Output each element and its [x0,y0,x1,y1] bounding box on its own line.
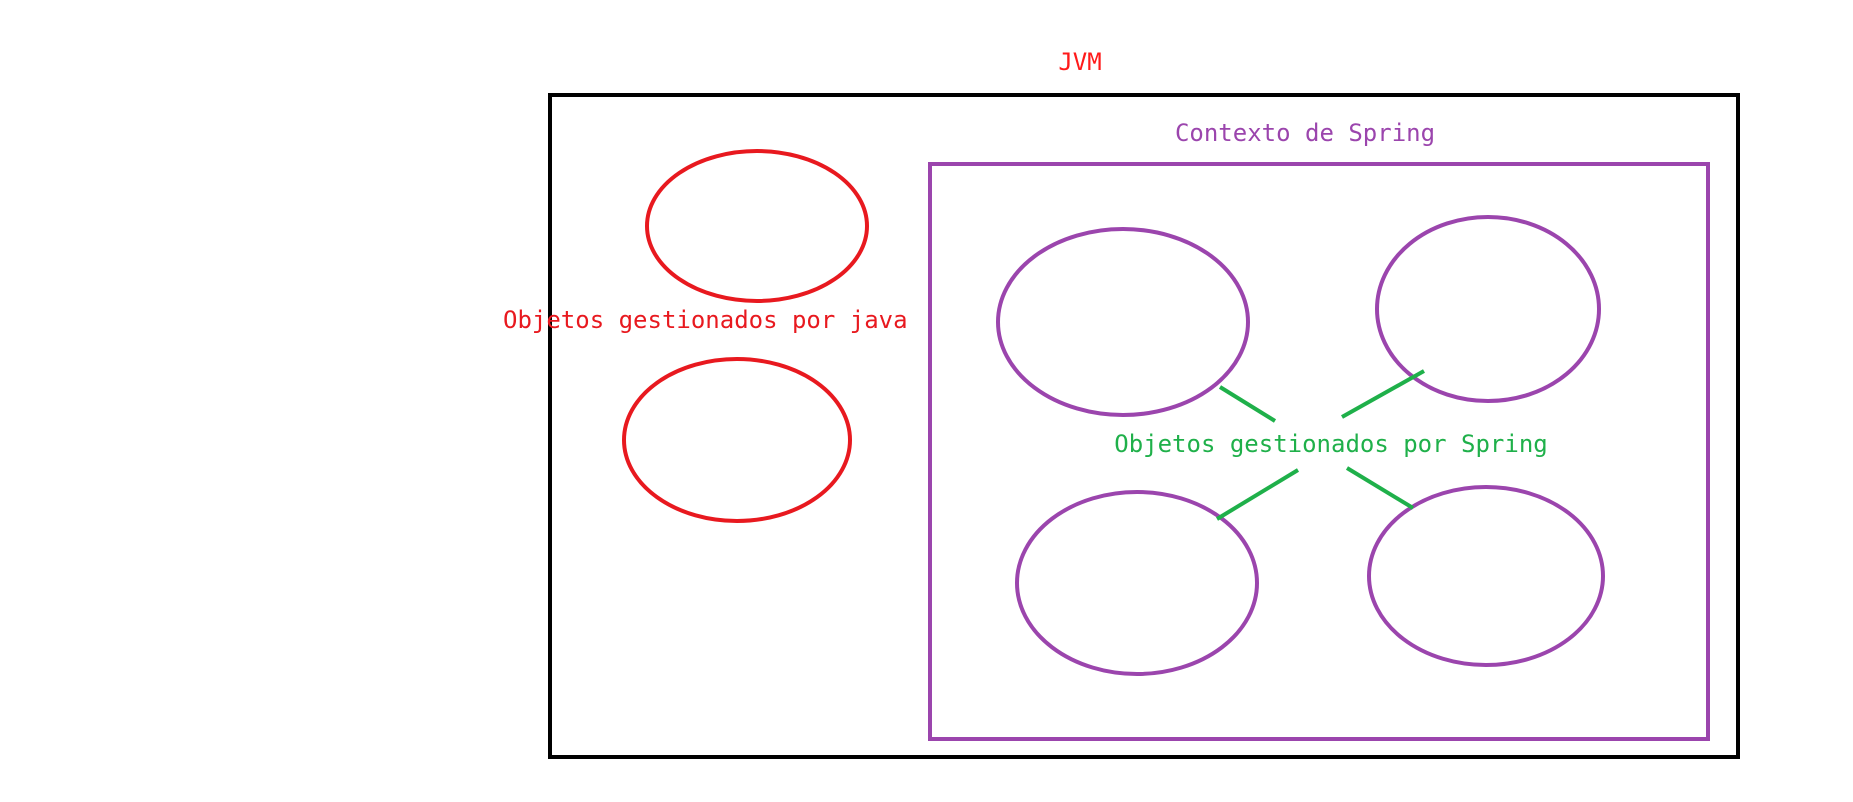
spring-object-bottom-left [1015,490,1259,676]
jvm-label: JVM [1058,48,1101,76]
java-object-bottom [622,357,852,523]
spring-object-top-right [1375,215,1601,403]
spring-object-top-left [996,227,1250,417]
connector-bottom-right [1345,466,1415,510]
spring-context-label: Contexto de Spring [1175,119,1435,147]
connector-bottom-left [1215,468,1300,521]
spring-objects-label: Objetos gestionados por Spring [1114,430,1547,458]
connector-top-right [1341,369,1425,419]
spring-context-box [928,162,1710,741]
java-objects-label: Objetos gestionados por java [503,306,908,334]
jvm-box [548,93,1740,759]
spring-object-bottom-right [1367,485,1605,667]
java-object-top [645,149,869,303]
connector-top-left [1218,385,1277,423]
